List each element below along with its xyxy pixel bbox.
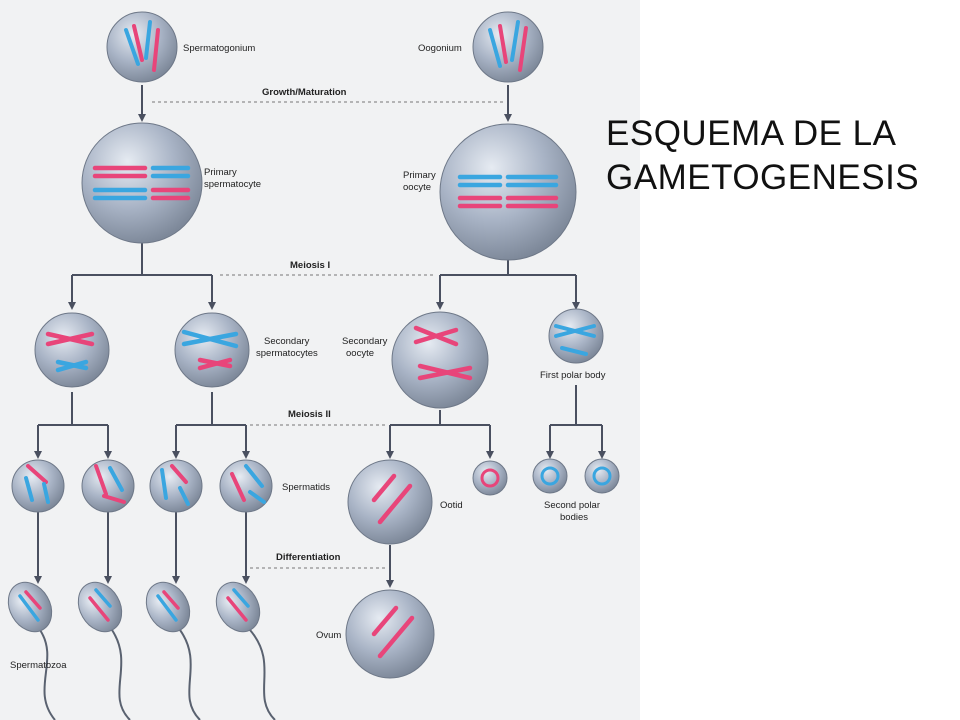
ovum-cell: [345, 589, 435, 679]
label-oogonium: Oogonium: [418, 43, 462, 54]
label-secondary-spermatocytes-line1: Secondary: [264, 336, 310, 347]
gametogenesis-diagram: Growth/Maturation Meiosis I Meiosis II D…: [7, 11, 620, 720]
label-ovum: Ovum: [316, 630, 341, 641]
stage-label-meiosis-1: Meiosis I: [290, 260, 330, 271]
slide-title-line2: GAMETOGENESIS: [606, 158, 920, 197]
spermatid-cell-4: [219, 459, 273, 513]
label-first-polar-body: First polar body: [540, 370, 606, 381]
label-spermatozoa: Spermatozoa: [10, 660, 67, 671]
label-primary-oocyte-line1: Primary: [403, 170, 436, 181]
second-polar-body-cell-oocyte: [472, 460, 508, 496]
oogonium-cell: [472, 11, 544, 83]
label-primary-oocyte-line2: oocyte: [403, 182, 431, 193]
primary-oocyte-cell: [439, 123, 577, 261]
label-secondary-oocyte-line1: Secondary: [342, 336, 388, 347]
label-ootid: Ootid: [440, 500, 463, 511]
spermatozoon-1: [7, 581, 56, 720]
spermatid-cell-2: [81, 459, 135, 513]
secondary-spermatocyte-cell-right: [174, 312, 250, 388]
label-second-polar-bodies-line2: bodies: [560, 512, 588, 523]
spermatozoon-3: [145, 581, 201, 720]
label-primary-spermatocyte-line2: spermatocyte: [204, 179, 261, 190]
label-primary-spermatocyte-line1: Primary: [204, 167, 237, 178]
spermatozoon-2: [77, 581, 131, 720]
spermatid-cell-3: [149, 459, 203, 513]
second-polar-body-cell-1: [532, 458, 568, 494]
stage-label-meiosis-2: Meiosis II: [288, 409, 331, 420]
stage-label-differentiation: Differentiation: [276, 552, 341, 563]
ootid-cell: [347, 459, 433, 545]
label-secondary-spermatocytes-line2: spermatocytes: [256, 348, 318, 359]
stage-label-growth: Growth/Maturation: [262, 87, 347, 98]
slide-title-line1: ESQUEMA DE LA: [606, 114, 897, 153]
label-spermatogonium: Spermatogonium: [183, 43, 255, 54]
secondary-oocyte-cell: [391, 311, 489, 409]
secondary-spermatocyte-cell-left: [34, 312, 110, 388]
stage-dashed-lines: [152, 101, 505, 569]
connector-lines: [34, 85, 606, 588]
slide-title: ESQUEMA DE LA GAMETOGENESIS: [606, 112, 956, 200]
first-polar-body-cell: [548, 308, 604, 364]
spermatid-cell-1: [11, 459, 65, 513]
primary-spermatocyte-cell: [81, 122, 203, 244]
spermatozoon-4: [215, 581, 276, 720]
spermatogonium-cell: [106, 11, 178, 83]
second-polar-body-cell-2: [584, 458, 620, 494]
label-spermatids: Spermatids: [282, 482, 330, 493]
label-second-polar-bodies-line1: Second polar: [544, 500, 600, 511]
label-secondary-oocyte-line2: oocyte: [346, 348, 374, 359]
